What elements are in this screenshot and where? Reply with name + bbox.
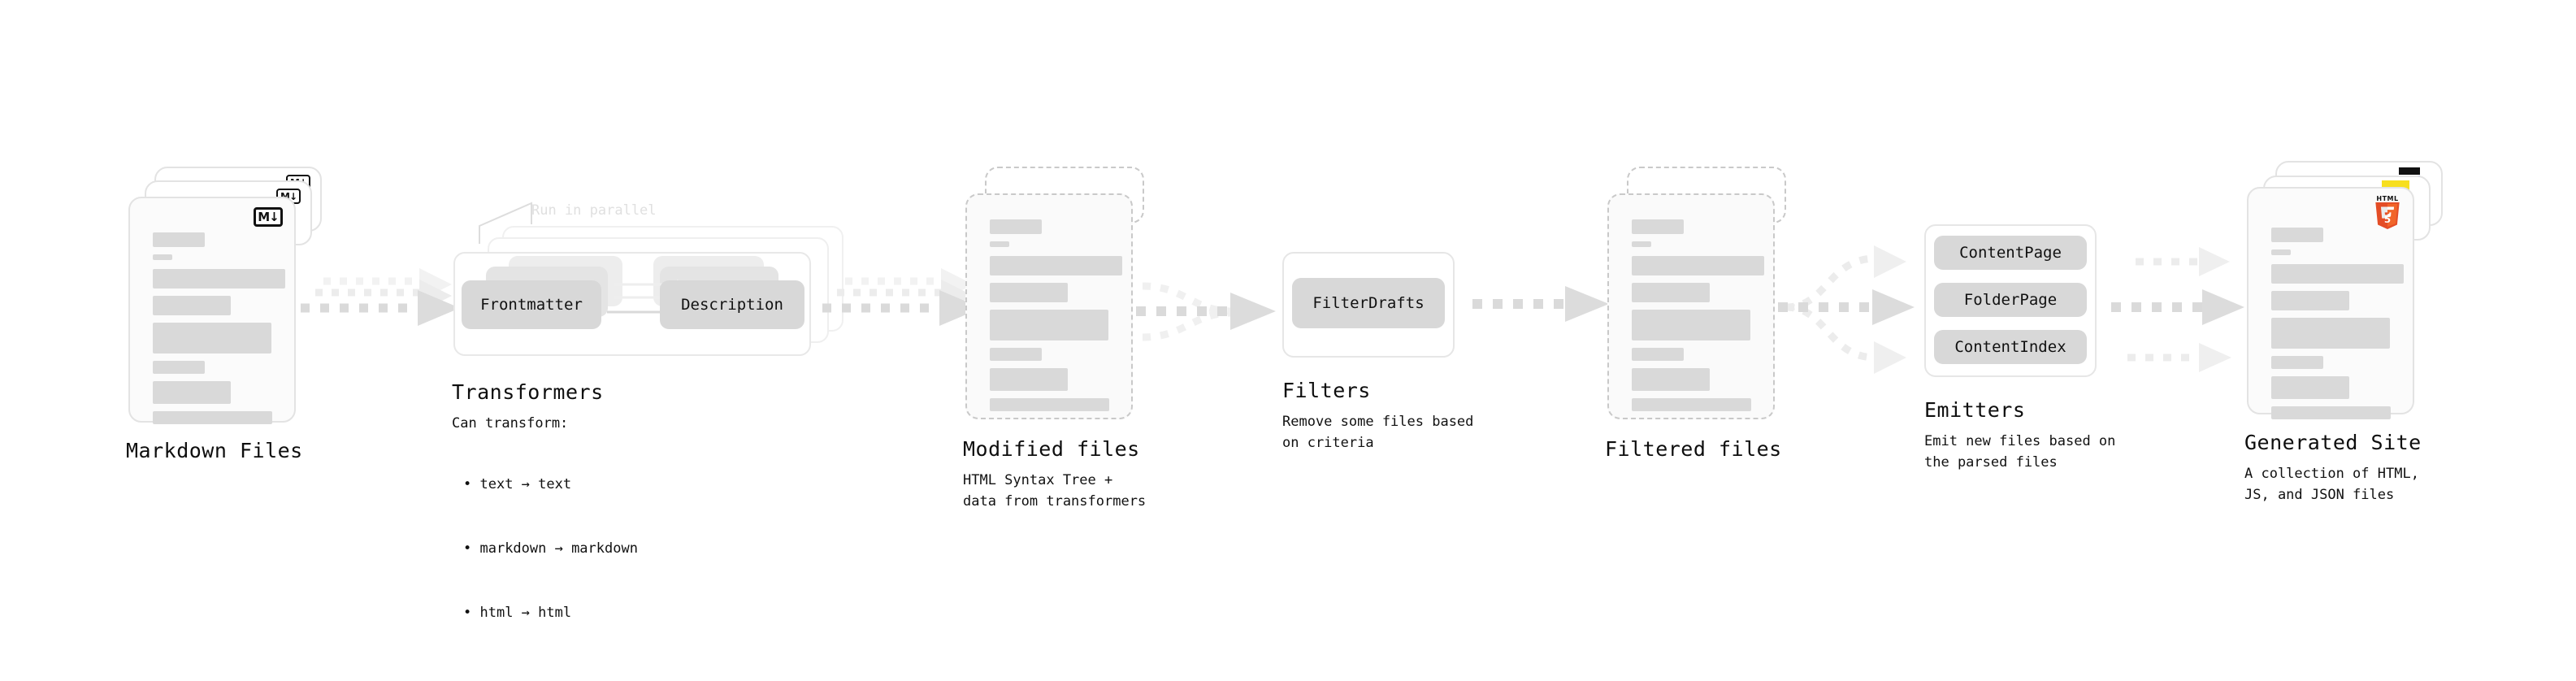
arrow-filters-to-filtered: [1472, 286, 1609, 322]
label-markdown-files: Markdown Files: [126, 439, 303, 462]
html5-badge: HTML 5: [2372, 195, 2403, 229]
transformers-subtitle: Can transform:: [452, 415, 569, 432]
arrow-modified-to-filters: [1136, 282, 1276, 341]
modified-card-front: [965, 193, 1133, 419]
css-badge: [2399, 167, 2420, 178]
card-placeholder-lines: [990, 219, 1122, 419]
label-modified-files: Modified files: [963, 437, 1140, 461]
arrow-emitters-to-site: [2111, 247, 2244, 372]
arrow-filtered-to-emitters: [1778, 245, 1915, 374]
generated-site-subtitle: A collection of HTML, JS, and JSON files: [2244, 466, 2419, 504]
markdown-card-front: M↓: [128, 197, 296, 424]
card-placeholder-lines: [2271, 228, 2404, 427]
card-placeholder-lines: [153, 232, 285, 432]
arrow-markdown-to-transformers: [301, 268, 460, 326]
run-in-parallel-bracket: [479, 202, 532, 244]
card-placeholder-lines: [1632, 219, 1764, 419]
arrow-transformers-to-modified: [822, 268, 982, 326]
bullet-html-html: • html → html: [463, 604, 572, 621]
filtered-card-front: [1607, 193, 1775, 419]
run-in-parallel-label: Run in parallel: [531, 202, 657, 219]
chip-contentpage[interactable]: ContentPage: [1934, 236, 2087, 270]
label-filtered-files: Filtered files: [1605, 437, 1782, 461]
site-card-front: HTML 5: [2247, 187, 2414, 419]
filters-subtitle: Remove some files based on criteria: [1282, 414, 1474, 452]
label-emitters: Emitters: [1924, 398, 2026, 422]
chip-description[interactable]: Description: [660, 280, 804, 329]
bullet-text-text: • text → text: [463, 475, 572, 492]
label-filters: Filters: [1282, 379, 1371, 402]
svg-text:5: 5: [2384, 214, 2391, 225]
transformers-bullets: • text → text • markdown → markdown • ht…: [463, 431, 638, 644]
markdown-badge-front: M↓: [254, 207, 283, 227]
emitters-subtitle: Emit new files based on the parsed files: [1924, 433, 2116, 471]
modified-files-subtitle: HTML Syntax Tree + data from transformer…: [963, 472, 1147, 510]
chip-filterdrafts[interactable]: FilterDrafts: [1292, 278, 1445, 328]
chip-contentindex[interactable]: ContentIndex: [1934, 330, 2087, 364]
chip-folderpage[interactable]: FolderPage: [1934, 283, 2087, 317]
bullet-markdown-markdown: • markdown → markdown: [463, 540, 638, 557]
label-generated-site: Generated Site: [2244, 431, 2422, 454]
html5-word: HTML: [2376, 195, 2399, 202]
chip-frontmatter[interactable]: Frontmatter: [462, 280, 601, 329]
label-transformers: Transformers: [452, 380, 604, 404]
